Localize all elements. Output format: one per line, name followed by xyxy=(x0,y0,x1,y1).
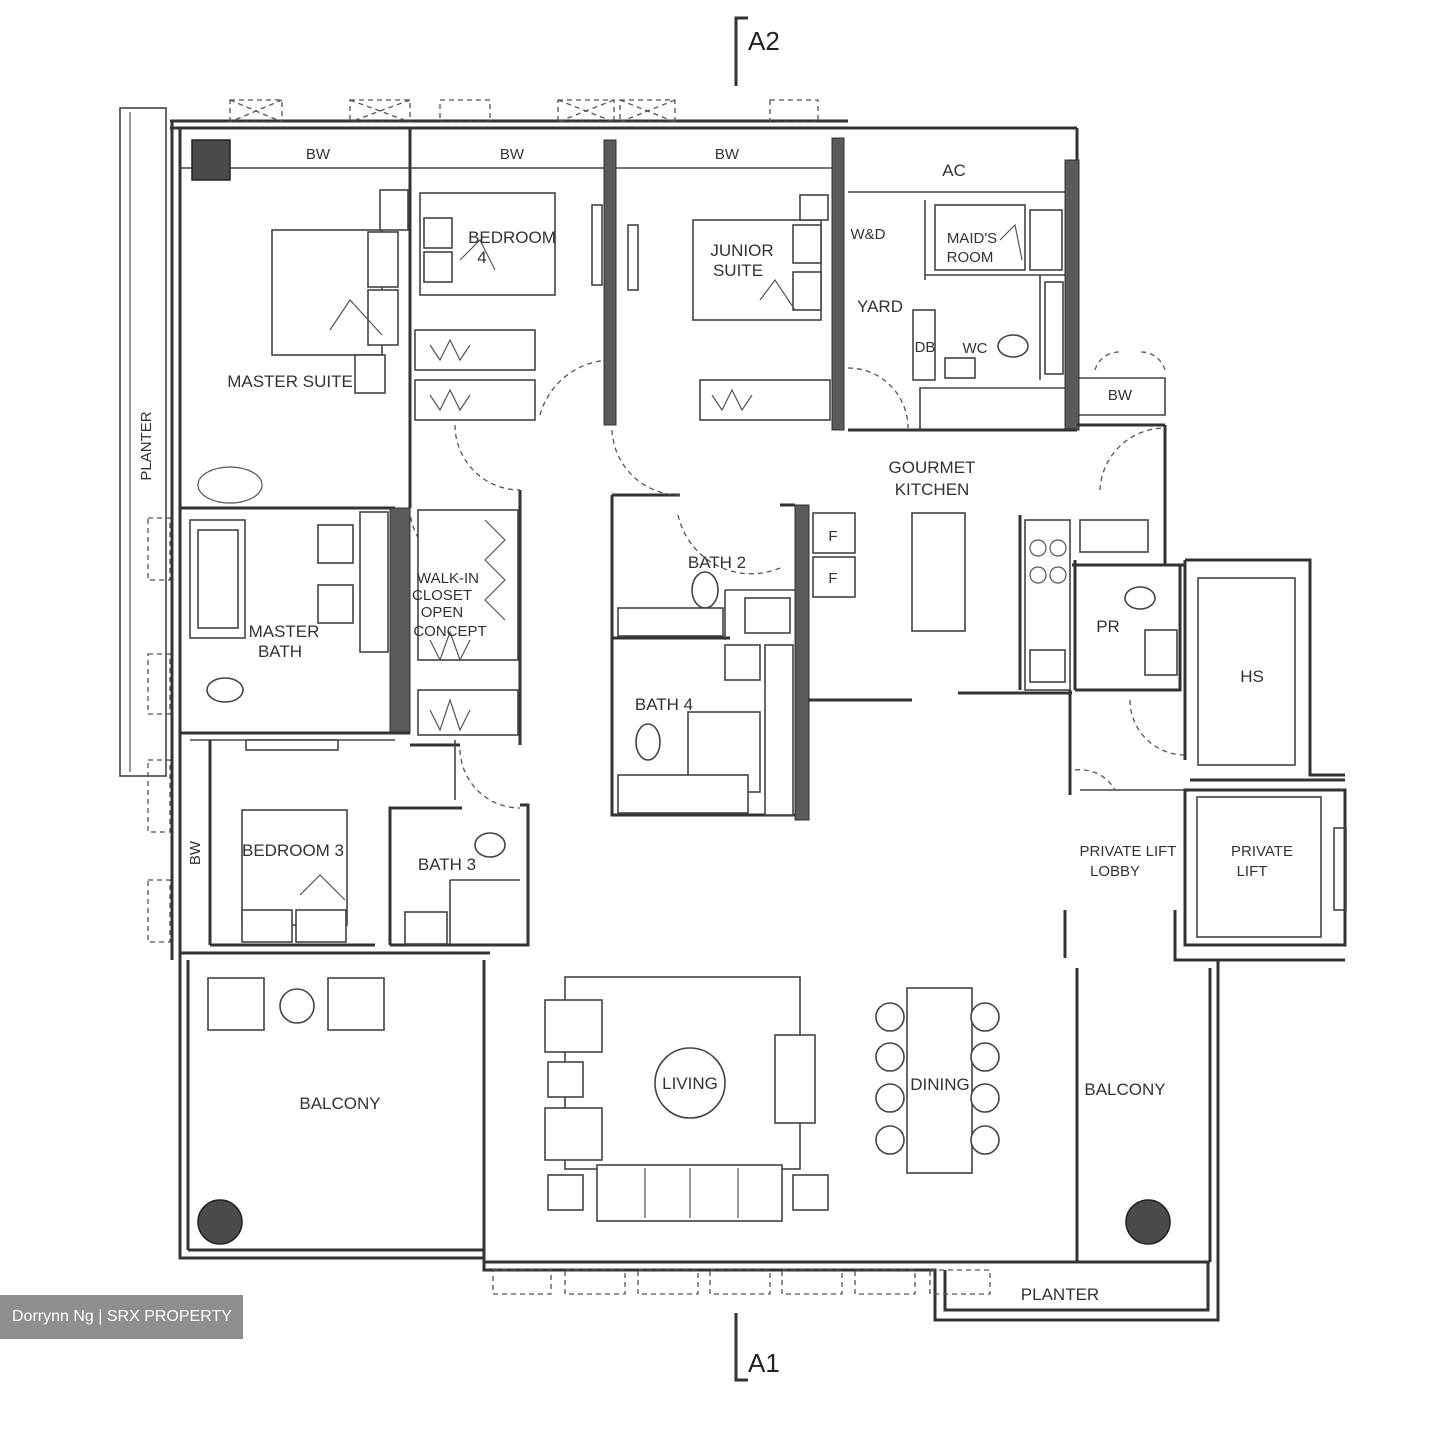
master-bed xyxy=(271,189,409,394)
section-label-top: A2 xyxy=(748,26,780,56)
label-bath2: BATH 2 xyxy=(688,553,746,572)
label-bw-4: BW xyxy=(1108,387,1133,404)
interior-walls xyxy=(180,128,1347,1262)
section-marker-top: A2 xyxy=(734,16,780,86)
label-lift-lobby-line1: PRIVATE LIFT xyxy=(1080,843,1177,860)
label-fridge-2: F xyxy=(828,570,837,587)
label-maids-line2: ROOM xyxy=(947,249,994,266)
label-bedroom3: BEDROOM 3 xyxy=(242,841,344,860)
bath3-fixtures xyxy=(404,832,506,945)
living-set xyxy=(544,976,829,1222)
watermark-credit: Dorrynn Ng | SRX PROPERTY xyxy=(0,1295,243,1339)
label-hs: HS xyxy=(1240,667,1264,686)
label-bedroom4-line1: BEDROOM xyxy=(468,228,556,247)
label-ac: AC xyxy=(942,161,966,180)
label-bw-5: BW xyxy=(187,840,204,865)
dining-set xyxy=(875,987,1000,1174)
bedroom4-bed xyxy=(419,192,556,296)
door-swings xyxy=(409,351,1186,809)
junior-bed xyxy=(692,194,829,321)
label-planter-left: PLANTER xyxy=(138,411,155,480)
wc-fixtures xyxy=(912,281,1064,381)
label-walkin-line4: CONCEPT xyxy=(413,623,486,640)
label-yard: YARD xyxy=(857,297,903,316)
label-bedroom4-line2: 4 xyxy=(477,248,486,267)
label-master-bath-line2: BATH xyxy=(258,642,302,661)
maids-bed xyxy=(934,204,1063,271)
label-fridge-1: F xyxy=(828,528,837,545)
label-dining: DINING xyxy=(910,1075,970,1094)
bedroom4-wardrobe xyxy=(414,329,536,421)
label-bw-2: BW xyxy=(500,146,525,163)
section-marker-bottom: A1 xyxy=(734,1313,780,1382)
bedroom3-bed xyxy=(241,739,348,943)
exterior-walls xyxy=(119,99,1220,1322)
walkin-closet-shelves xyxy=(417,509,519,736)
label-master-bath-line1: MASTER xyxy=(249,622,320,641)
label-junior-line1: JUNIOR xyxy=(710,241,773,260)
label-balcony-left: BALCONY xyxy=(299,1094,380,1113)
junior-wardrobe xyxy=(699,379,831,421)
label-master-suite: MASTER SUITE xyxy=(227,372,353,391)
balcony-right-furniture xyxy=(1125,1199,1171,1245)
label-maids-line1: MAID'S xyxy=(947,230,997,247)
label-lift-lobby-line2: LOBBY xyxy=(1090,863,1140,880)
label-balcony-right: BALCONY xyxy=(1084,1080,1165,1099)
bath2-fixtures xyxy=(617,571,791,637)
label-pr: PR xyxy=(1096,617,1120,636)
balcony-left-furniture xyxy=(197,977,385,1245)
label-bw-1: BW xyxy=(306,146,331,163)
section-label-bottom: A1 xyxy=(748,1348,780,1378)
label-junior-line2: SUITE xyxy=(713,261,763,280)
label-gourmet-line1: GOURMET xyxy=(889,458,976,477)
label-bw-3: BW xyxy=(715,146,740,163)
label-bath4: BATH 4 xyxy=(635,695,693,714)
label-walkin-line2: CLOSET xyxy=(412,587,472,604)
label-wd: W&D xyxy=(851,226,886,243)
bath4-fixtures xyxy=(617,644,794,816)
room-labels: MASTER SUITE BEDROOM 4 JUNIOR SUITE AC W… xyxy=(138,146,1293,1304)
label-planter-bottom: PLANTER xyxy=(1021,1285,1099,1304)
kitchen-island xyxy=(812,512,1149,691)
pr-fixtures xyxy=(1124,586,1178,676)
label-lift-line2: LIFT xyxy=(1237,863,1268,880)
label-living: LIVING xyxy=(662,1074,718,1093)
label-wc: WC xyxy=(963,340,988,357)
label-lift-line1: PRIVATE xyxy=(1231,843,1293,860)
label-walkin-line3: OPEN xyxy=(421,604,464,621)
master-bath-fixtures xyxy=(189,466,389,703)
label-bath3: BATH 3 xyxy=(418,855,476,874)
label-walkin-line1: WALK-IN xyxy=(417,570,479,587)
label-gourmet-line2: KITCHEN xyxy=(895,480,970,499)
tv-panel xyxy=(591,204,639,291)
structural-columns xyxy=(191,139,231,181)
label-db: DB xyxy=(915,339,936,356)
